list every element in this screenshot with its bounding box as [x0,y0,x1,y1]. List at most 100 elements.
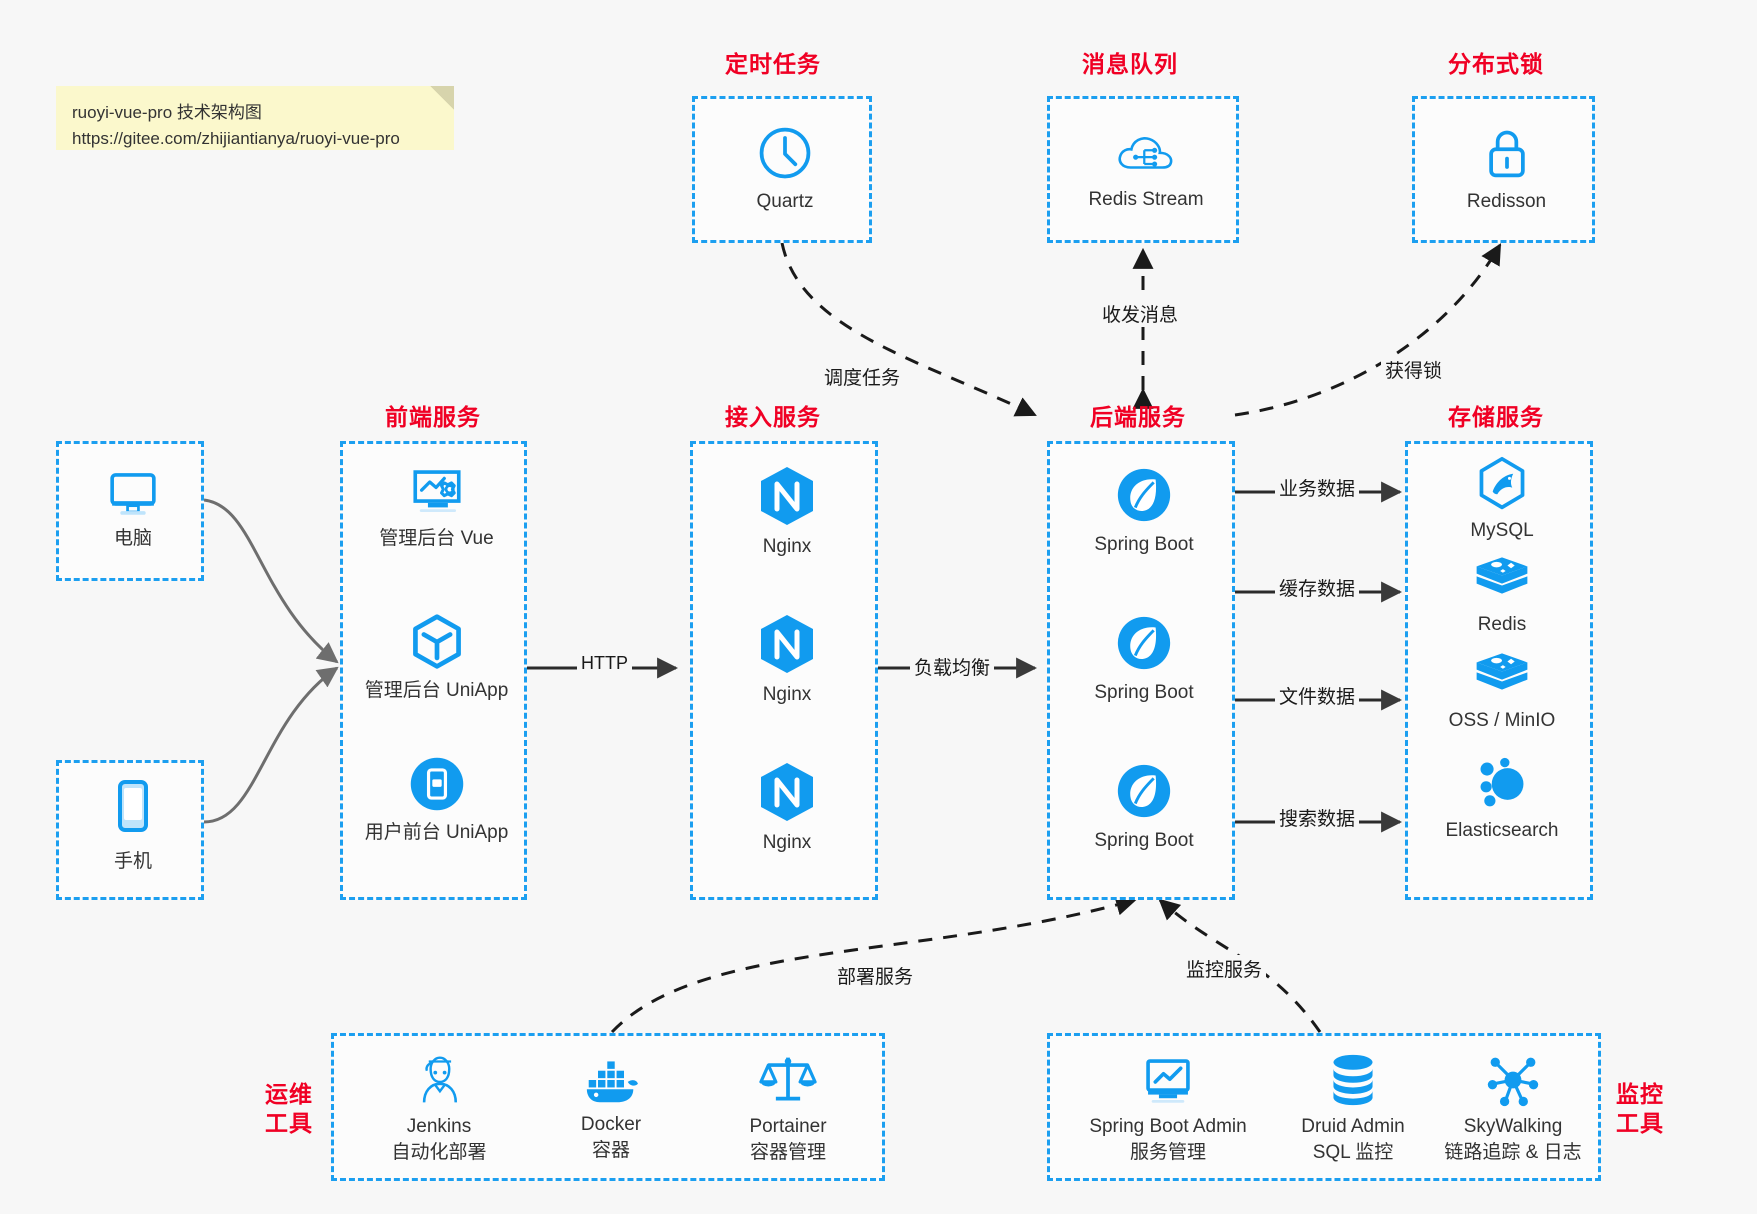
edge-label-search-data: 搜索数据 [1275,804,1360,831]
node-spring-boot-3[interactable]: Spring Boot [1050,760,1238,854]
group-box-frontend[interactable]: 管理后台 Vue 管理后台 UniApp 用户前台 UniApp [340,441,527,900]
node-elasticsearch[interactable]: Elasticsearch [1408,756,1596,844]
elasticsearch-icon [1480,757,1524,807]
edge-label-schedule-task: 调度任务 [820,363,905,390]
lock-icon [1488,130,1525,178]
group-title-message-queue: 消息队列 [1082,51,1178,77]
edge-desktop-to-frontend [203,498,339,664]
node-label: MySQL [1470,520,1534,541]
node-label: 管理后台 Vue [379,528,494,549]
group-box-scheduled-task[interactable]: Quartz [692,96,872,243]
node-label: Nginx [762,536,812,557]
oss-stack-icon [1476,653,1528,690]
edge-label-monitor-service: 监控服务 [1182,955,1267,982]
node-label: SkyWalking [1463,1116,1563,1137]
node-redis[interactable]: Redis [1408,554,1596,638]
node-portainer[interactable]: Portainer 容器管理 [698,1052,878,1165]
node-label: Spring Boot Admin [1089,1116,1247,1137]
jenkins-butler-icon [422,1056,458,1103]
node-sublabel: 服务管理 [1129,1141,1206,1163]
devops-title-line-1: 运维 [265,1081,313,1107]
node-label: Spring Boot [1094,682,1194,703]
group-box-monitor-tools[interactable]: Spring Boot Admin 服务管理 Druid Admin SQL 监… [1047,1033,1601,1181]
node-label: Nginx [762,684,812,705]
node-label: Quartz [756,191,814,212]
group-box-mobile-client[interactable]: 手机 [56,760,204,900]
note-line-2: https://gitee.com/zhijiantianya/ruoyi-vu… [72,129,400,149]
group-box-devops-tools[interactable]: Jenkins 自动化部署 Docker 容器 [331,1033,885,1181]
edge-label-send-receive-message: 收发消息 [1098,300,1183,327]
clock-icon [759,127,811,179]
node-quartz[interactable]: Quartz [695,123,875,215]
node-nginx-3[interactable]: Nginx [693,760,881,856]
node-admin-vue[interactable]: 管理后台 Vue [343,464,530,552]
node-nginx-1[interactable]: Nginx [693,464,881,560]
group-title-storage: 存储服务 [1448,404,1544,430]
node-docker[interactable]: Docker 容器 [526,1054,696,1163]
devops-title-line-2: 工具 [265,1110,313,1137]
node-label: Jenkins [406,1116,472,1137]
node-spring-boot-2[interactable]: Spring Boot [1050,612,1238,706]
edge-label-file-data: 文件数据 [1275,682,1360,709]
group-title-frontend: 前端服务 [385,404,481,430]
group-box-gateway[interactable]: Nginx Nginx Nginx [690,441,878,900]
node-label: 手机 [113,851,152,872]
node-desktop[interactable]: 电脑 [59,466,207,552]
group-box-backend[interactable]: Spring Boot Spring Boot Spring Boot [1047,441,1235,900]
group-box-message-queue[interactable]: Redis Stream [1047,96,1239,243]
node-spring-boot-1[interactable]: Spring Boot [1050,464,1238,558]
node-jenkins[interactable]: Jenkins 自动化部署 [354,1054,524,1165]
node-sublabel: SQL 监控 [1312,1141,1394,1163]
node-redisson[interactable]: Redisson [1415,123,1598,215]
node-redis-stream[interactable]: Redis Stream [1050,123,1242,213]
node-label: Portainer [749,1116,827,1137]
node-label: 电脑 [113,528,152,549]
desktop-icon [110,473,156,515]
edge-label-acquire-lock: 获得锁 [1381,356,1447,383]
node-skywalking[interactable]: SkyWalking 链路追踪 & 日志 [1418,1052,1608,1165]
node-label: 用户前台 UniApp [364,822,509,843]
monitor-title-line-2: 工具 [1616,1110,1664,1137]
mobile-icon [118,780,148,832]
edge-mobile-to-frontend [203,666,339,824]
node-label: Redisson [1466,191,1547,212]
edge-label-load-balance: 负载均衡 [910,653,995,680]
node-label: 管理后台 UniApp [364,680,509,701]
nginx-icon [761,763,813,821]
node-mysql[interactable]: MySQL [1408,456,1596,544]
node-admin-uniapp[interactable]: 管理后台 UniApp [343,612,530,704]
hexagon-cube-icon [412,614,461,669]
monitor-gear-icon [412,470,461,512]
nginx-icon [761,467,813,525]
node-label: Spring Boot [1094,830,1194,851]
monitor-chart-icon [1146,1059,1190,1103]
edge-label-deploy-service: 部署服务 [833,962,918,989]
node-label: Redis Stream [1088,189,1204,210]
group-box-desktop-client[interactable]: 电脑 [56,441,204,581]
group-title-distributed-lock: 分布式锁 [1448,51,1544,77]
group-box-distributed-lock[interactable]: Redisson [1412,96,1595,243]
node-label: Redis [1477,614,1527,635]
edge-backend-to-lock [1234,243,1502,417]
group-title-gateway: 接入服务 [725,404,821,430]
edge-label-http: HTTP [577,653,632,674]
node-nginx-2[interactable]: Nginx [693,612,881,708]
redis-stack-icon [1476,557,1528,594]
node-oss-minio[interactable]: OSS / MinIO [1408,650,1596,734]
node-spring-boot-admin[interactable]: Spring Boot Admin 服务管理 [1058,1054,1278,1165]
docker-whale-icon [586,1061,638,1103]
nginx-icon [761,615,813,673]
node-user-uniapp[interactable]: 用户前台 UniApp [343,754,530,846]
node-label: Spring Boot [1094,534,1194,555]
group-box-storage[interactable]: MySQL Redis OSS / MinIO [1405,441,1593,900]
node-label: Druid Admin [1301,1116,1405,1137]
edge-label-cache-data: 缓存数据 [1275,574,1360,601]
node-label: Elasticsearch [1445,820,1559,841]
node-mobile[interactable]: 手机 [59,779,207,875]
node-druid-admin[interactable]: Druid Admin SQL 监控 [1268,1052,1438,1165]
edge-label-business-data: 业务数据 [1275,474,1360,501]
skywalking-nodes-icon [1487,1057,1539,1107]
group-title-monitor-tools: 监控 工具 [1613,1080,1667,1139]
node-sublabel: 链路追踪 & 日志 [1444,1141,1582,1163]
mysql-dolphin-icon [1479,456,1525,510]
